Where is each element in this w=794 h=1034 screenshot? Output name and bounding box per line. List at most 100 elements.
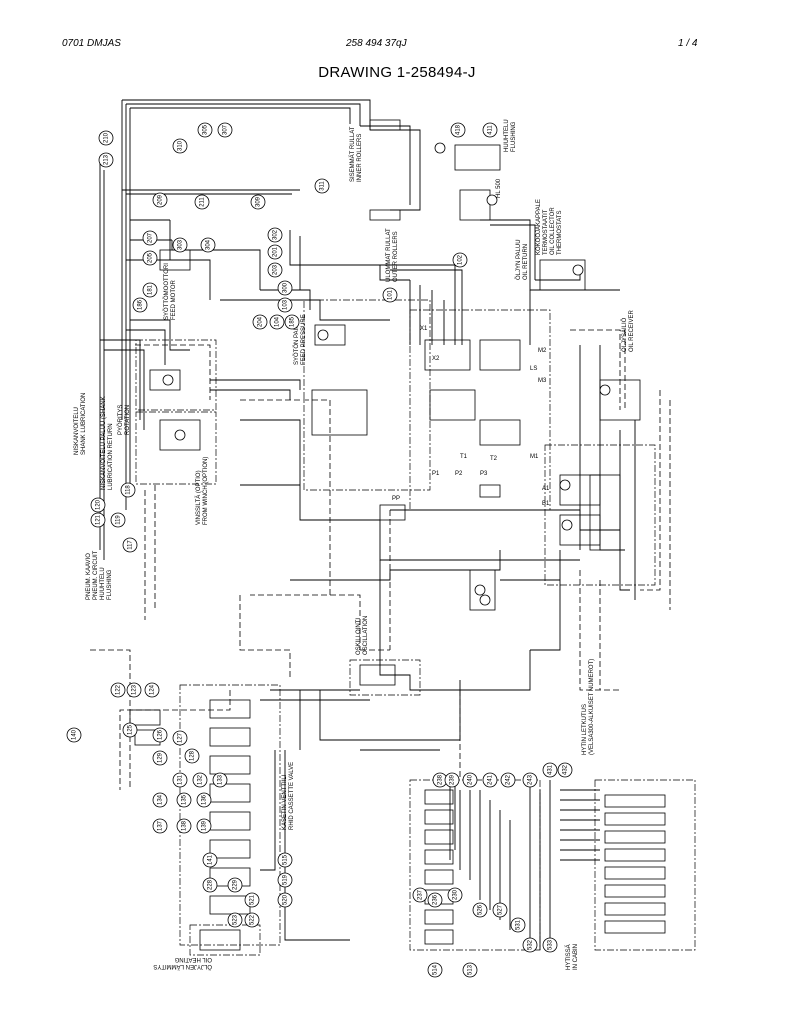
pump-symbol bbox=[162, 374, 174, 386]
control-spool-4 bbox=[479, 419, 521, 446]
hose-line bbox=[579, 345, 625, 551]
line-bubble bbox=[202, 852, 218, 868]
hose-line bbox=[290, 550, 501, 581]
line-bubble-number: 236 bbox=[433, 894, 439, 905]
line-bubble bbox=[176, 818, 192, 834]
cabin-hoses-label: HYTIN LETKUTUS(VELSA300-ALKUISET NUMEROT… bbox=[582, 659, 595, 755]
pump-symbol bbox=[599, 384, 611, 396]
line-bubble bbox=[172, 772, 188, 788]
cooler-valve-1 bbox=[559, 474, 601, 506]
line-bubble-number: 304 bbox=[206, 239, 212, 250]
control-spool-3 bbox=[479, 339, 521, 371]
line-bubble bbox=[142, 282, 158, 298]
pilot-line bbox=[239, 595, 291, 680]
cabin-spool bbox=[424, 829, 454, 845]
hose-line bbox=[169, 220, 261, 300]
line-bubble-number: 134 bbox=[158, 794, 164, 805]
oil-collector-label-line: TERMOSTAATIT bbox=[543, 209, 549, 255]
line-bubble-number: 127 bbox=[178, 732, 184, 743]
line-bubble-number: 128 bbox=[190, 750, 196, 761]
line-bubble-number: 207 bbox=[148, 232, 154, 243]
winch-label-line: VINSSILTÄ (OPTIO) bbox=[195, 470, 202, 525]
port-mark: T1 bbox=[460, 454, 468, 460]
hl500-label: HL 500 bbox=[496, 178, 502, 198]
line-bubble bbox=[172, 730, 188, 746]
line-bubble bbox=[542, 762, 558, 778]
line-bubble bbox=[227, 877, 243, 893]
line-bubble bbox=[110, 682, 126, 698]
pump-symbol bbox=[559, 479, 571, 491]
line-bubble-number: 531 bbox=[516, 919, 522, 930]
cabin-block-section bbox=[604, 830, 666, 844]
outer-rollers-label-line: OUTER ROLLERS bbox=[393, 231, 399, 282]
line-bubble bbox=[66, 727, 82, 743]
line-bubble-number: 523 bbox=[233, 914, 239, 925]
line-bubble bbox=[192, 772, 208, 788]
cassette-valve-label-line: RHID CASSETTE VALVE bbox=[289, 762, 295, 830]
line-bubble bbox=[244, 912, 260, 928]
line-bubble-number: 137 bbox=[158, 820, 164, 831]
cassette-spool bbox=[209, 839, 251, 859]
line-bubble-number: 211 bbox=[200, 197, 206, 207]
line-bubble bbox=[557, 762, 573, 778]
oil-collector-label-line: THERMOSTATS bbox=[557, 211, 563, 255]
port-mark: X1 bbox=[420, 326, 428, 332]
line-bubble bbox=[277, 852, 293, 868]
pneumatic-circuit-label-line: PNEUM. CIRCUIT bbox=[93, 550, 99, 600]
drain-line bbox=[240, 399, 331, 596]
line-bubble bbox=[267, 244, 283, 260]
line-bubble-number: 205 bbox=[148, 252, 154, 263]
port-mark: P3 bbox=[480, 471, 488, 477]
pressure-switch bbox=[479, 484, 501, 498]
line-bubble-number: 311 bbox=[320, 181, 326, 191]
line-bubble bbox=[382, 287, 398, 303]
line-bubble-number: 126 bbox=[158, 729, 164, 740]
line-bubble-number: 201 bbox=[273, 246, 279, 257]
line-bubble-number: 132 bbox=[198, 774, 204, 785]
oil-receiver-label-line: OIL RECEIVER bbox=[629, 310, 635, 352]
line-bubble bbox=[427, 892, 443, 908]
pump-symbol bbox=[317, 329, 329, 341]
line-bubble bbox=[152, 818, 168, 834]
line-bubble bbox=[277, 872, 293, 888]
line-bubble-number: 228 bbox=[208, 879, 214, 890]
page-number: 1 / 4 bbox=[678, 38, 698, 49]
pump-symbol bbox=[486, 194, 498, 206]
control-spool-1 bbox=[424, 339, 471, 371]
line-bubble-number: 526 bbox=[478, 904, 484, 915]
line-bubble bbox=[284, 314, 300, 330]
cabin-block-section bbox=[604, 920, 666, 934]
line-bubble-number: 140 bbox=[72, 729, 78, 740]
hose-line bbox=[479, 790, 511, 930]
cabin-spool bbox=[424, 849, 454, 865]
hose-line bbox=[560, 789, 600, 861]
pilot-line bbox=[330, 594, 390, 651]
line-bubble bbox=[184, 748, 200, 764]
line-bubble bbox=[217, 122, 233, 138]
line-bubble-number: 238 bbox=[438, 774, 444, 785]
rotation-motor bbox=[159, 419, 201, 451]
cabin-spool bbox=[424, 789, 454, 805]
port-mark: X2 bbox=[432, 356, 440, 362]
control-spool-2 bbox=[429, 389, 476, 421]
line-bubble-number: 240 bbox=[468, 774, 474, 785]
line-bubble bbox=[267, 262, 283, 278]
line-bubble bbox=[267, 227, 283, 243]
drawing-title: DRAWING 1-258494-J bbox=[318, 64, 476, 81]
feed-control-valve bbox=[311, 389, 368, 436]
line-bubble-number: 309 bbox=[256, 196, 262, 207]
flushing-label-line: HUUHTELU bbox=[504, 119, 510, 152]
feed-motor-label-line: SYÖTTÖMOOTTORI bbox=[163, 263, 170, 320]
hose-line bbox=[360, 680, 461, 751]
inner-rollers-label-line: INNER ROLLERS bbox=[357, 134, 363, 182]
line-bubble bbox=[269, 314, 285, 330]
